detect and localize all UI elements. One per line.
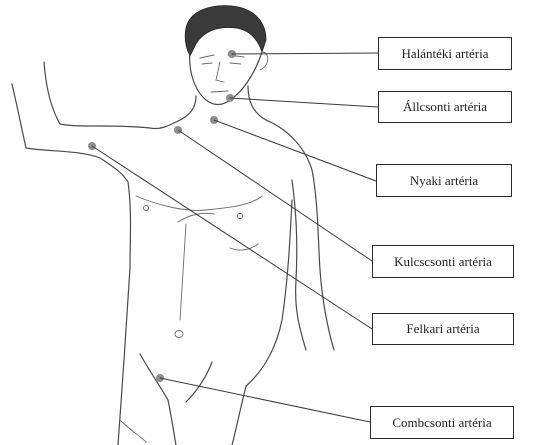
leader-line-temporal: [232, 53, 378, 54]
leader-line-brachial: [92, 146, 372, 329]
eyebrows: [200, 55, 244, 58]
label-brachial-artery: Felkari artéria: [372, 313, 514, 345]
label-temporal-artery: Halántéki artéria: [378, 37, 512, 70]
hair: [185, 6, 266, 56]
label-femoral-artery: Combcsonti artéria: [370, 406, 514, 439]
label-subclavian-artery: Kulcscsonti artéria: [372, 245, 514, 278]
eyes: [202, 63, 241, 64]
torso-right: [232, 200, 292, 445]
pulse-point-markers: [88, 50, 236, 382]
mouth: [211, 91, 228, 92]
torso-left: [118, 182, 131, 445]
leader-lines: [92, 53, 378, 422]
left-nipple: [144, 206, 149, 211]
raised-arm: [12, 62, 176, 182]
pelvis: [140, 354, 212, 445]
leader-line-subclavian: [178, 130, 372, 261]
nose: [216, 62, 224, 82]
leader-line-femoral: [160, 378, 370, 422]
label-carotid-artery: Nyaki artéria: [376, 164, 512, 197]
right-nipple: [238, 214, 243, 219]
chest: [136, 196, 262, 222]
right-shoulder-arm: [266, 120, 334, 350]
crease: [120, 420, 146, 442]
leader-line-carotid: [214, 120, 376, 181]
navel: [175, 331, 183, 338]
abdomen: [180, 224, 258, 320]
human-figure: [12, 6, 334, 445]
label-facial-artery: Állcsonti artéria: [378, 91, 512, 123]
